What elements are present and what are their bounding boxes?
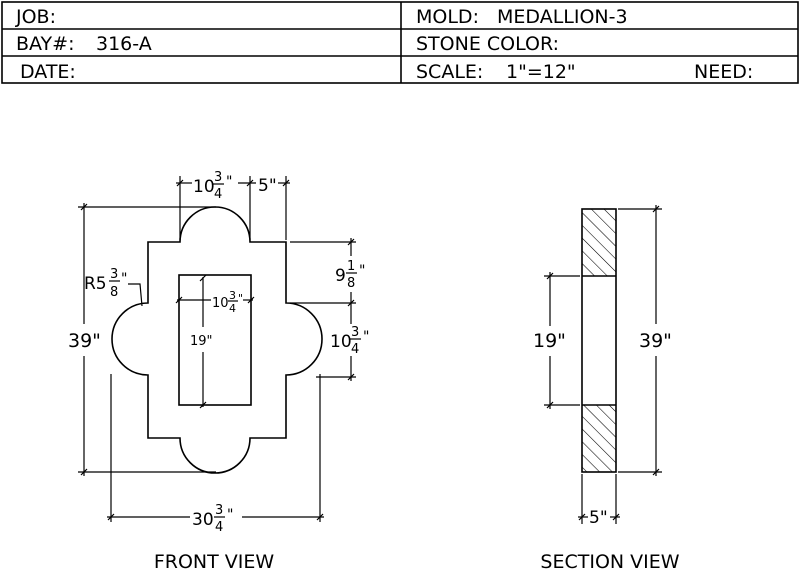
dim-section-thickness-label: 5"	[589, 508, 608, 528]
dim-den: 4	[229, 302, 236, 315]
dimension-tick	[282, 179, 290, 187]
dimension-tick	[80, 468, 88, 476]
dim-top-lobe-width: 10 3 4 "	[193, 170, 232, 202]
dim-den: 4	[351, 342, 359, 357]
section-view-caption: SECTION VIEW	[540, 551, 679, 573]
dim-whole: 10	[193, 177, 215, 197]
dim-inner-height-label: 19"	[190, 334, 213, 349]
dimension-tick	[80, 203, 88, 211]
dim-top: 10 3 4 " 5"	[176, 170, 290, 240]
dim-num: 3	[351, 325, 359, 340]
mold-value: MEDALLION-3	[497, 6, 628, 28]
date-label: DATE:	[20, 61, 76, 83]
dim-den: 4	[214, 187, 222, 202]
title-block: JOB: MOLD: MEDALLION-3 BAY#: 316-A STONE…	[1, 1, 799, 84]
dim-whole: 10	[212, 296, 229, 311]
dim-den: 8	[110, 285, 118, 300]
scale-value: 1"=12"	[506, 61, 576, 83]
medallion-outline	[111, 206, 323, 474]
dim-unit: "	[363, 329, 369, 345]
dim-inner-width: 10 3 4 "	[175, 289, 255, 315]
dim-radius: R5 3 8 "	[84, 267, 143, 307]
dimension-tick	[107, 513, 115, 521]
dimension-tick	[652, 205, 660, 213]
dim-unit: "	[359, 263, 365, 279]
dimension-tick	[316, 513, 324, 521]
dim-num: 1	[347, 259, 355, 274]
dim-unit: "	[227, 507, 233, 523]
front-view: 10 3 4 " 5" 39" R5 3 8 "	[68, 170, 369, 573]
section-view: 19" 39" 5" SECTION VIEW	[533, 205, 680, 573]
dimension-tick	[246, 179, 254, 187]
dim-whole: 10	[330, 332, 352, 352]
dim-num: 3	[229, 289, 236, 302]
bay-value: 316-A	[96, 33, 152, 55]
dim-num: 3	[215, 503, 223, 518]
dimension-tick	[578, 513, 586, 521]
dimension-tick	[347, 238, 355, 246]
dim-section-inner-height: 19"	[533, 272, 580, 409]
dim-right: 9 1 8 " 10 3 4 "	[290, 238, 369, 381]
dimension-tick	[612, 513, 620, 521]
stone-color-label: STONE COLOR:	[416, 33, 559, 55]
dimension-tick	[247, 296, 255, 304]
dim-whole: 9	[335, 266, 346, 286]
section-hatch-bottom	[582, 405, 616, 472]
job-label: JOB:	[15, 6, 56, 28]
dim-whole: 30	[192, 510, 214, 530]
title-block-frame	[1, 1, 799, 84]
front-view-caption: FRONT VIEW	[154, 551, 275, 573]
dimension-tick	[199, 401, 207, 409]
dim-right-upper: 9 1 8 "	[335, 259, 365, 291]
need-label: NEED:	[694, 61, 753, 83]
dimension-tick	[176, 179, 184, 187]
dim-section-inner-height-label: 19"	[533, 330, 566, 352]
dim-num: 3	[110, 267, 118, 282]
dim-den: 8	[347, 276, 355, 291]
dim-unit: "	[121, 271, 127, 287]
inner-opening	[178, 274, 252, 406]
dim-right-lower: 10 3 4 "	[330, 325, 369, 357]
leader-line	[128, 283, 143, 307]
dimension-tick	[347, 373, 355, 381]
bay-label: BAY#:	[16, 33, 74, 55]
dim-overall-height: 39"	[68, 203, 216, 476]
dim-unit: "	[238, 292, 243, 305]
dimension-tick	[652, 468, 660, 476]
section-outline	[581, 208, 617, 473]
scale-label: SCALE:	[416, 61, 483, 83]
dimension-tick	[546, 272, 554, 280]
dimension-tick	[175, 296, 183, 304]
dim-top-offset: 5"	[258, 176, 277, 196]
dim-unit: "	[226, 174, 232, 190]
dimension-tick	[347, 299, 355, 307]
dim-section-overall-height-label: 39"	[639, 330, 672, 352]
dim-whole: R5	[84, 274, 107, 294]
dim-den: 4	[215, 520, 223, 535]
dim-overall-width: 30 3 4 "	[107, 374, 324, 535]
dimension-tick	[199, 274, 207, 282]
dim-section-overall-height: 39"	[618, 205, 672, 476]
dimension-tick	[546, 401, 554, 409]
section-hatch-top	[582, 209, 616, 276]
dim-section-thickness: 5"	[578, 474, 620, 528]
dim-inner-height: 19"	[190, 274, 213, 409]
mold-label: MOLD:	[416, 6, 479, 28]
dim-num: 3	[214, 170, 222, 185]
dim-overall-height-label: 39"	[68, 330, 101, 352]
